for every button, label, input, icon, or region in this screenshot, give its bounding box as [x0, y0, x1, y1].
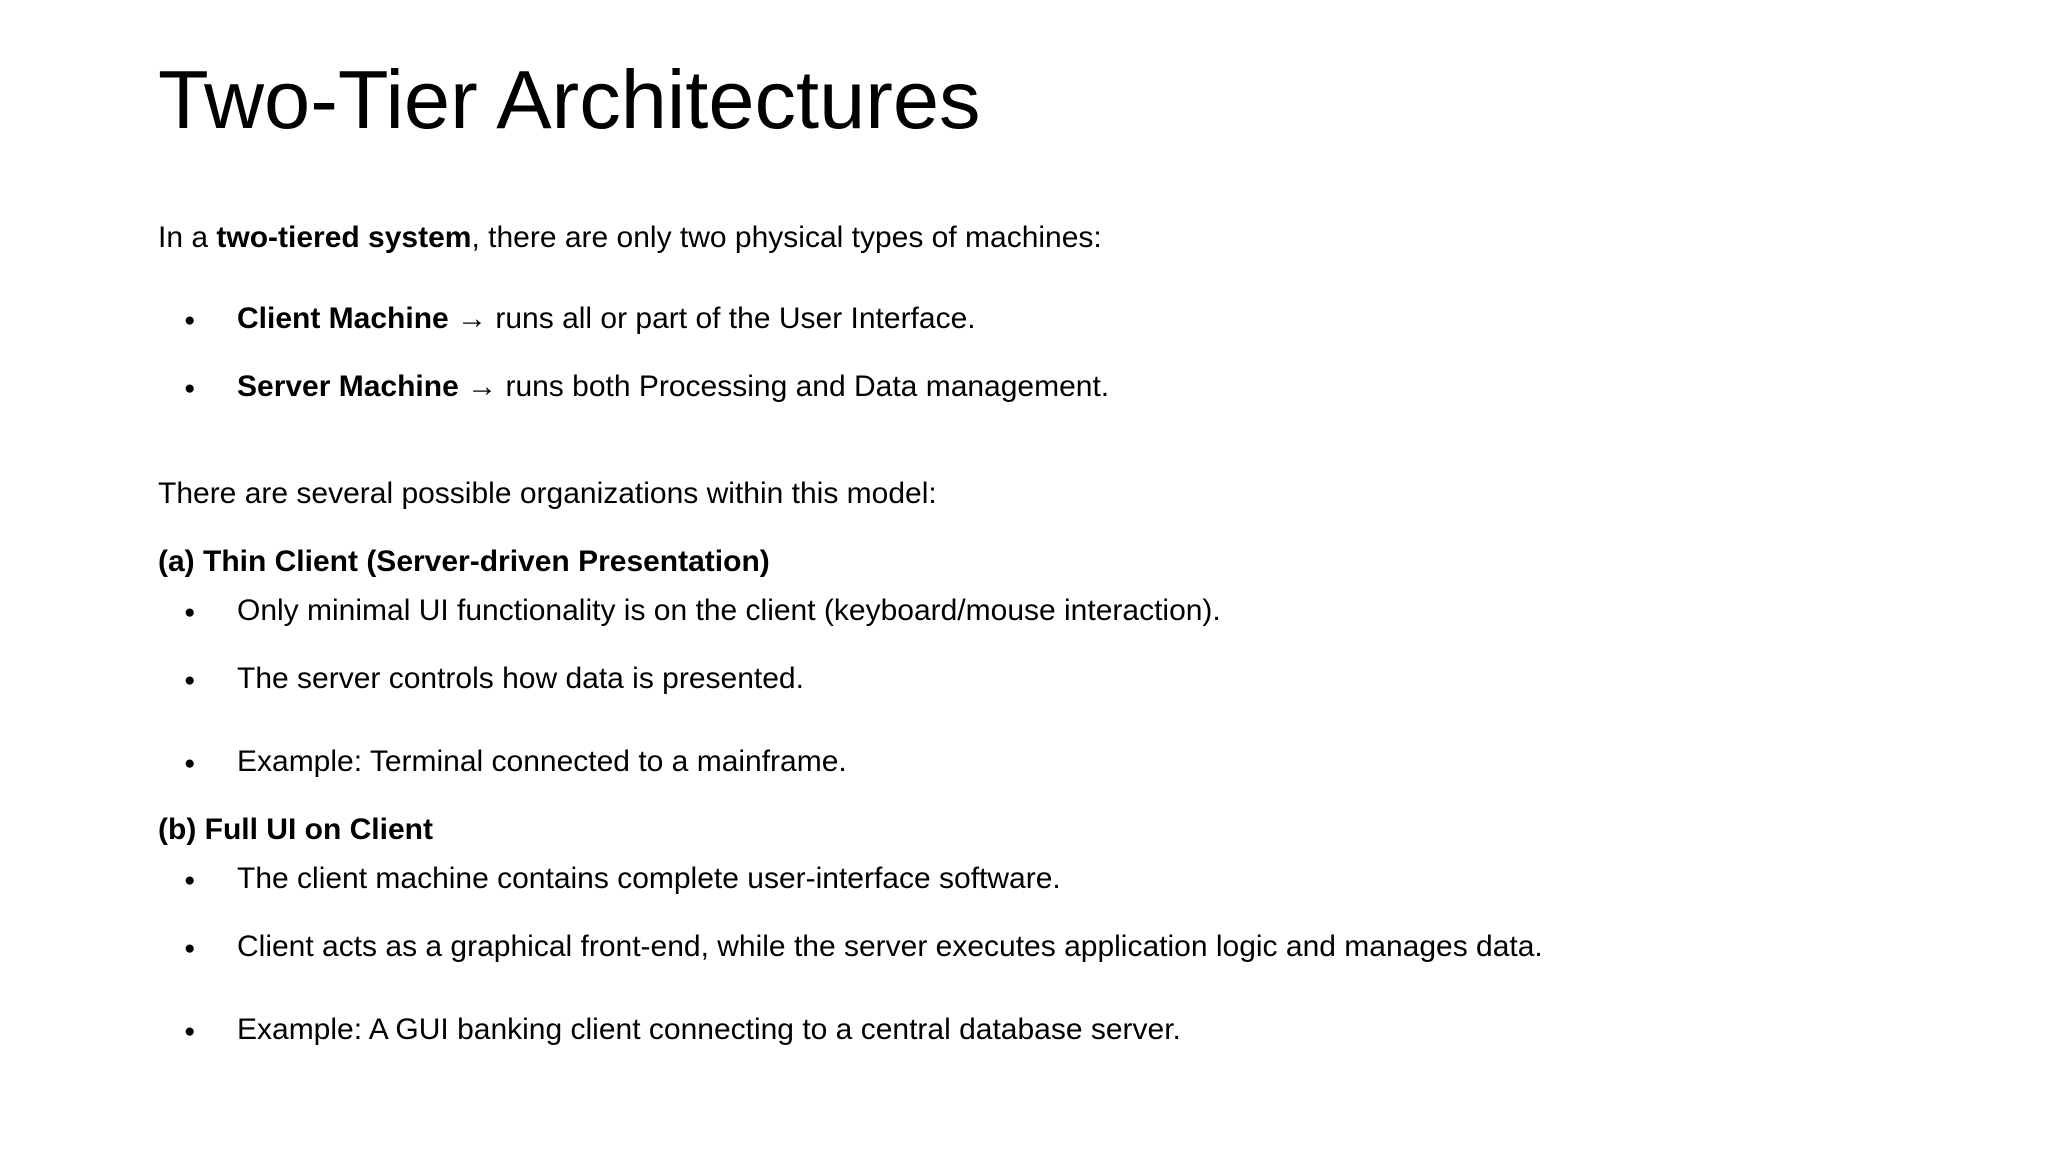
intro-text-bold: two-tiered system: [216, 220, 472, 254]
bullet-item: The client machine contains complete use…: [158, 861, 1928, 898]
section-a-bullet-list: Only minimal UI functionality is on the …: [158, 593, 1928, 781]
intro-paragraph: In a two-tiered system, there are only t…: [158, 220, 1928, 255]
bullet-item: Only minimal UI functionality is on the …: [158, 593, 1928, 630]
bullet-text: Example: Terminal connected to a mainfra…: [237, 744, 847, 778]
bullet-item-server-machine: Server Machine → runs both Processing an…: [158, 369, 1928, 406]
bullet-item: Example: A GUI banking client connecting…: [158, 1012, 1928, 1049]
bullet-bold-text: Client Machine: [237, 301, 449, 335]
section-heading-a: (a) Thin Client (Server-driven Presentat…: [158, 544, 770, 578]
intro-text-pre: In a: [158, 220, 217, 254]
bullet-rest-text: → runs both Processing and Data manageme…: [458, 369, 1110, 403]
bullet-bold-text: Server Machine: [237, 369, 459, 403]
section-heading-b: (b) Full UI on Client: [158, 812, 433, 846]
machine-bullet-list: Client Machine → runs all or part of the…: [158, 301, 1928, 406]
intro-text-post: , there are only two physical types of m…: [471, 220, 1102, 254]
section-b-bullet-list: The client machine contains complete use…: [158, 861, 1928, 1049]
bullet-item: Example: Terminal connected to a mainfra…: [158, 744, 1928, 781]
bullet-item-client-machine: Client Machine → runs all or part of the…: [158, 301, 1928, 338]
bullet-item: Client acts as a graphical front-end, wh…: [158, 929, 1928, 966]
bullet-text: The server controls how data is presente…: [237, 661, 804, 695]
bullet-rest-text: → runs all or part of the User Interface…: [448, 301, 976, 335]
bullet-text: Example: A GUI banking client connecting…: [237, 1012, 1181, 1046]
bullet-text: Client acts as a graphical front-end, wh…: [237, 929, 1543, 963]
bullet-text: Only minimal UI functionality is on the …: [237, 593, 1221, 627]
slide-title: Two-Tier Architectures: [158, 53, 981, 146]
bullet-text: The client machine contains complete use…: [237, 861, 1061, 895]
bullet-item: The server controls how data is presente…: [158, 661, 1928, 698]
organizations-line: There are several possible organizations…: [158, 476, 937, 510]
